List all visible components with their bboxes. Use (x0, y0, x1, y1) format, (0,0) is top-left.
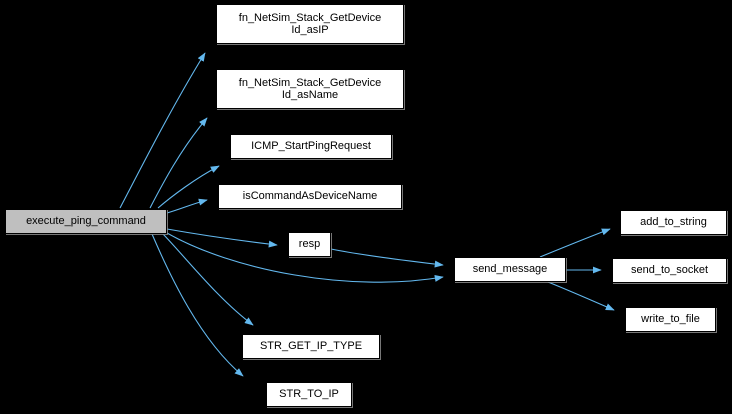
node-fn_getdeviceid_asip[interactable]: fn_NetSim_Stack_GetDevice Id_asIP (216, 4, 404, 44)
node-fn_getdeviceid_asname[interactable]: fn_NetSim_Stack_GetDevice Id_asName (216, 69, 404, 109)
node-send_message[interactable]: send_message (454, 257, 566, 282)
node-write_to_file[interactable]: write_to_file (625, 307, 716, 332)
node-execute_ping_command[interactable]: execute_ping_command (5, 209, 167, 234)
edge-execute_ping_command-to-fn_getdeviceid_asip (119, 52, 206, 209)
edge-execute_ping_command-to-str_to_ip (151, 233, 244, 377)
edge-resp-to-send_message (330, 248, 444, 268)
node-label-send_message: send_message (472, 263, 548, 276)
edge-send_message-to-write_to_file (547, 281, 615, 311)
node-str_to_ip[interactable]: STR_TO_IP (266, 382, 352, 407)
node-label-execute_ping_command: execute_ping_command (26, 215, 146, 228)
node-label-resp: resp (298, 238, 321, 251)
node-send_to_socket[interactable]: send_to_socket (612, 258, 727, 283)
node-label-str_get_ip_type: STR_GET_IP_TYPE (259, 340, 363, 353)
node-label-fn_getdeviceid_asname: fn_NetSim_Stack_GetDevice Id_asName (238, 76, 382, 102)
node-label-str_to_ip: STR_TO_IP (279, 388, 339, 401)
node-label-send_to_socket: send_to_socket (630, 264, 709, 277)
node-label-fn_getdeviceid_asip: fn_NetSim_Stack_GetDevice Id_asIP (238, 11, 382, 37)
node-str_get_ip_type[interactable]: STR_GET_IP_TYPE (242, 334, 380, 359)
edge-execute_ping_command-to-fn_getdeviceid_asname (149, 117, 208, 209)
edge-execute_ping_command-to-str_get_ip_type (162, 233, 254, 326)
node-resp[interactable]: resp (288, 232, 331, 257)
node-iscommandasdevicename[interactable]: isCommandAsDeviceName (218, 184, 402, 209)
node-label-add_to_string: add_to_string (640, 216, 707, 229)
edge-execute_ping_command-to-resp (166, 228, 278, 248)
edge-send_message-to-add_to_string (539, 228, 611, 258)
edge-execute_ping_command-to-icmp_startpingrequest (157, 165, 220, 209)
node-label-iscommandasdevicename: isCommandAsDeviceName (242, 190, 378, 203)
node-icmp_startpingrequest[interactable]: ICMP_StartPingRequest (230, 134, 392, 159)
node-label-write_to_file: write_to_file (641, 313, 700, 326)
node-add_to_string[interactable]: add_to_string (620, 210, 727, 235)
edge-execute_ping_command-to-iscommandasdevicename (166, 198, 208, 214)
node-label-icmp_startpingrequest: ICMP_StartPingRequest (251, 140, 371, 153)
